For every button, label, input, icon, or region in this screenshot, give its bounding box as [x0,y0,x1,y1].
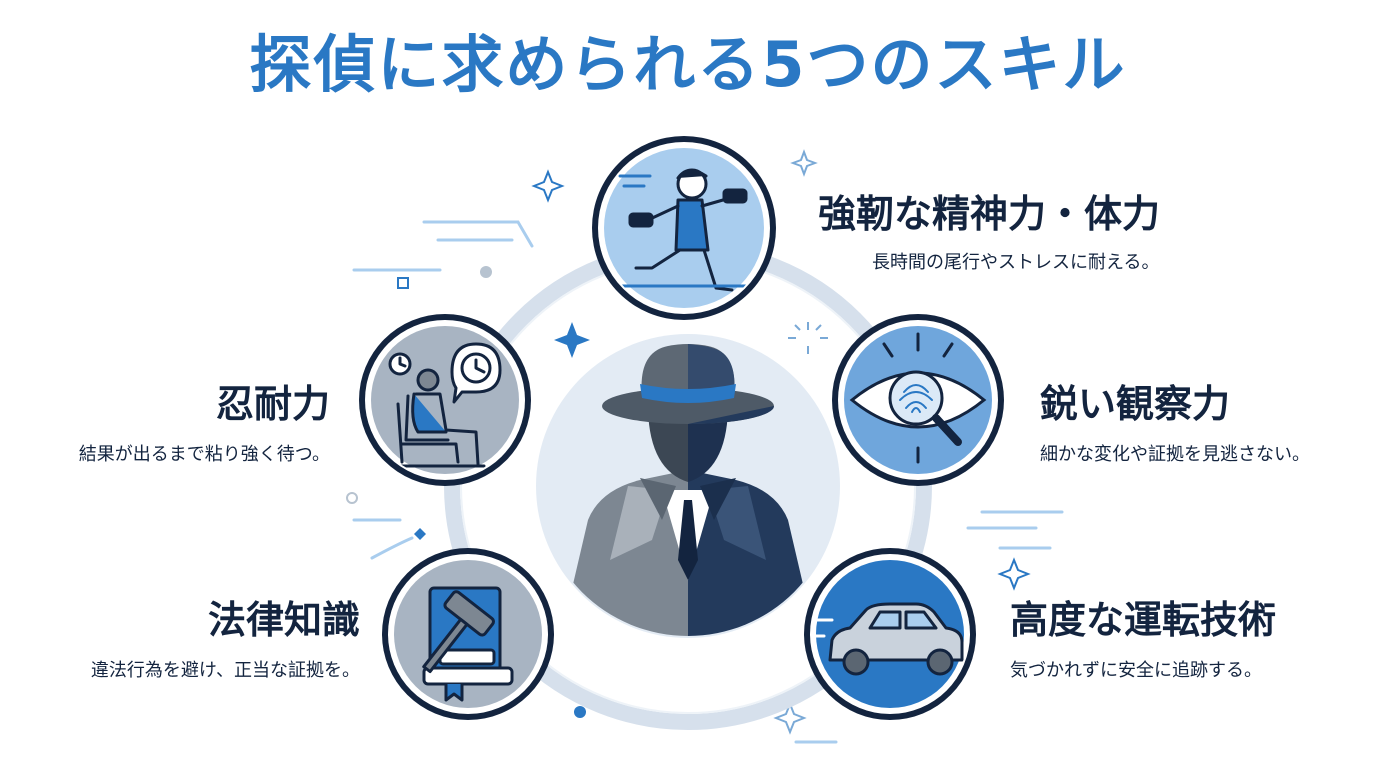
skill-heading: 強靭な精神力・体力 [818,192,1161,236]
car-icon [804,548,976,720]
skill-patience: 忍耐力 結果が出るまで粘り強く待つ。 [79,382,330,466]
sparkle-icons [346,149,1031,735]
waiting-person-clock-icon [359,314,531,486]
decor-lines [352,220,1064,744]
skill-description: 違法行為を避け、正当な証拠を。 [90,659,360,681]
eye-magnifier-fingerprint-icon [832,314,1004,486]
skill-description: 細かな変化や証拠を見逃さない。 [1040,443,1310,465]
skill-heading: 鋭い観察力 [1040,382,1231,426]
skill-driving: 高度な運転技術 気づかれずに安全に追跡する。 [1010,598,1276,682]
skill-heading: 忍耐力 [215,382,330,426]
detective-silhouette-icon [536,334,840,638]
skill-description: 結果が出るまで粘り強く待つ。 [78,443,330,465]
page-title: 探偵に求められる5つのスキル [249,28,1127,101]
skill-observation: 鋭い観察力 細かな変化や証拠を見逃さない。 [1040,382,1310,466]
skill-law: 法律知識 違法行為を避け、正当な証拠を。 [91,598,360,682]
skill-description: 長時間の尾行やストレスに耐える。 [872,251,1160,273]
skill-heading: 高度な運転技術 [1010,598,1277,642]
skill-description: 気づかれずに安全に追跡する。 [1010,659,1262,681]
skill-endurance: 強靭な精神力・体力 長時間の尾行やストレスに耐える。 [818,192,1160,274]
gavel-book-icon [382,548,554,720]
runner-dumbbell-icon [592,136,776,320]
skill-heading: 法律知識 [207,598,360,642]
